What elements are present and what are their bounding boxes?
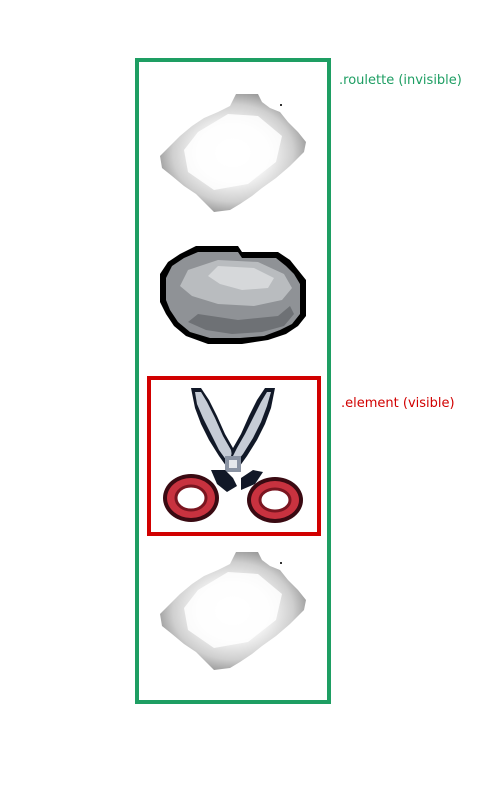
scissors-icon (163, 388, 303, 523)
element-container (147, 376, 321, 536)
element-label: .element (visible) (341, 396, 455, 411)
paper-icon (160, 552, 306, 670)
roulette-label: .roulette (invisible) (339, 73, 462, 88)
paper-icon (160, 94, 306, 212)
roulette-container (135, 58, 331, 704)
rock-icon (160, 246, 306, 344)
